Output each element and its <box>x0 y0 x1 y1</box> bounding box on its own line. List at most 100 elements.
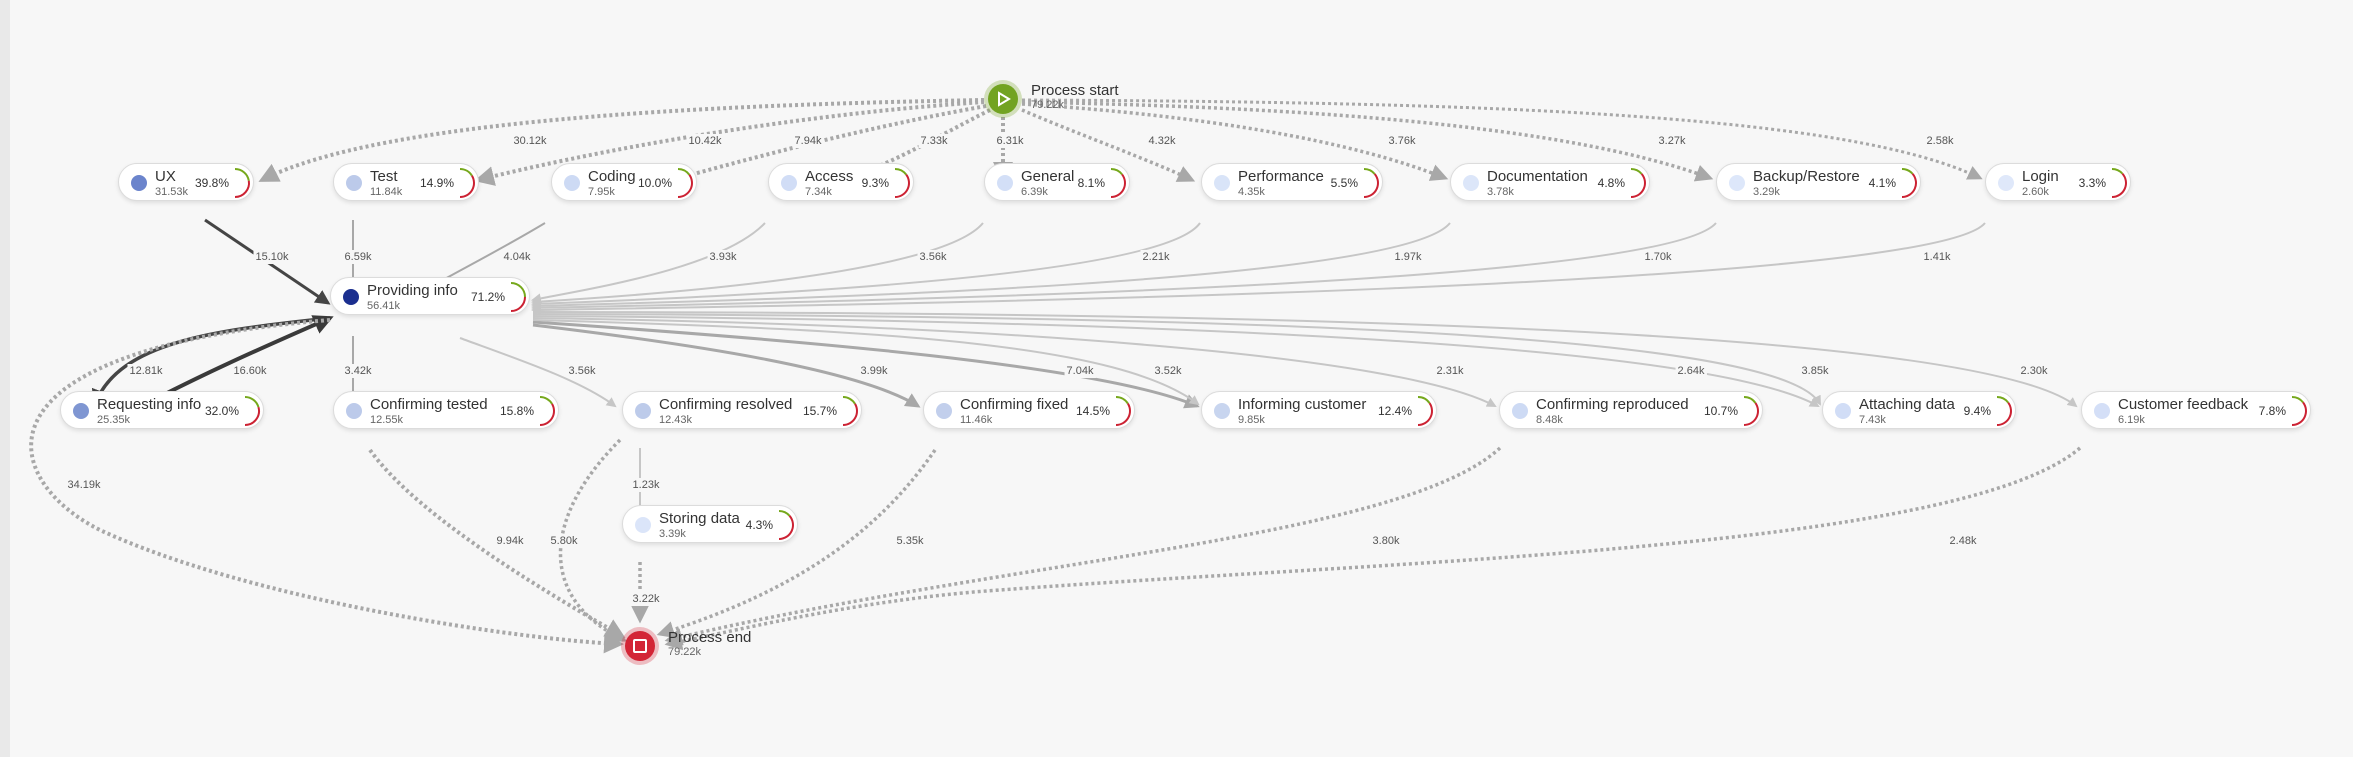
activity-dot <box>346 403 362 419</box>
frequency-ring <box>1110 168 1126 198</box>
activity-dot <box>635 517 651 533</box>
activity-name: Storing data <box>659 510 740 527</box>
edge-providing-informing[interactable] <box>532 320 1200 409</box>
edge-label-bg <box>1642 250 1674 264</box>
activity-count: 11.46k <box>960 414 993 426</box>
edge-label-bg <box>1675 364 1707 378</box>
activity-count: 8.48k <box>1536 414 1563 426</box>
activity-dot <box>936 403 952 419</box>
edge-label: 34.19k <box>67 479 101 491</box>
edge-label-bg <box>65 478 104 492</box>
edge-cfixed-end[interactable] <box>656 449 937 639</box>
activity-count: 11.84k <box>370 186 403 198</box>
activity-count: 3.78k <box>1487 186 1514 198</box>
activity-count: 9.85k <box>1238 414 1265 426</box>
activity-count: 31.53k <box>155 186 189 198</box>
activity-count: 7.34k <box>805 186 832 198</box>
activity-dot <box>564 175 580 191</box>
edge-label-bg <box>1947 534 1979 548</box>
edge-providing-cresolved[interactable] <box>459 337 617 408</box>
edge-backup-providing[interactable] <box>531 222 1717 313</box>
activity-name: Confirming tested <box>370 396 488 413</box>
activity-percentage: 14.9% <box>419 176 454 190</box>
frequency-ring <box>1630 168 1646 198</box>
edge-label: 3.56k <box>920 251 947 263</box>
edge-creproduced-end[interactable] <box>664 446 1502 646</box>
edge-label-bg <box>1656 134 1688 148</box>
activity-percentage: 15.8% <box>499 404 534 418</box>
edge-providing-attaching-b[interactable] <box>532 313 1821 406</box>
edge-ctested-end[interactable] <box>368 448 626 639</box>
edge-label: 3.42k <box>345 365 372 377</box>
edge-label-bg <box>342 250 374 264</box>
edge-start-backup[interactable] <box>1021 100 1714 182</box>
activity-name: Informing customer <box>1238 396 1367 413</box>
edge-label: 6.59k <box>345 251 372 263</box>
edge-providing-feedback[interactable] <box>532 311 2078 408</box>
activity-percentage: 39.8% <box>194 176 229 190</box>
edge-label-bg <box>1799 364 1831 378</box>
edge-label-bg <box>1392 250 1424 264</box>
edge-providing-end[interactable] <box>29 318 624 654</box>
process-start-node[interactable] <box>984 80 1022 118</box>
activity-count: 12.55k <box>370 414 404 426</box>
activity-dot <box>346 175 362 191</box>
edge-label: 4.32k <box>1149 135 1176 147</box>
edge-providing-informing-b[interactable] <box>532 319 1200 406</box>
activity-dot <box>997 175 1013 191</box>
edge-general-providing[interactable] <box>531 222 984 307</box>
edge-login-providing[interactable] <box>531 222 1986 315</box>
edge-documentation-providing[interactable] <box>531 222 1451 311</box>
edge-providing-cfixed[interactable] <box>532 323 921 408</box>
activity-percentage: 10.0% <box>637 176 672 190</box>
edge-providing-attaching[interactable] <box>532 315 1820 407</box>
activity-dot <box>2094 403 2110 419</box>
edge-cresolved-end[interactable] <box>558 438 628 642</box>
edge-start-performance[interactable] <box>1021 108 1196 182</box>
activity-name: Providing info <box>367 282 458 299</box>
activity-count: 56.41k <box>367 300 401 312</box>
frequency-ring <box>1363 168 1379 198</box>
edge-label-bg <box>1152 364 1184 378</box>
edge-label: 3.80k <box>1373 535 1400 547</box>
endpoint-count: 79.22k <box>668 646 702 658</box>
activity-name: Test <box>370 168 398 185</box>
edge-providing-creproduced[interactable] <box>532 317 1497 407</box>
activity-percentage: 9.3% <box>861 176 889 190</box>
edge-feedback-end[interactable] <box>664 446 2082 651</box>
edge-label: 3.85k <box>1802 365 1829 377</box>
process-end-node[interactable] <box>621 627 659 665</box>
edge-access-providing[interactable] <box>531 222 766 304</box>
edge-start-documentation[interactable] <box>1021 102 1449 181</box>
edge-label: 7.94k <box>795 135 822 147</box>
edge-start-login[interactable] <box>1021 98 1983 180</box>
edge-performance-providing[interactable] <box>531 222 1201 309</box>
activity-name: Access <box>805 168 854 185</box>
edge-label: 1.70k <box>1645 251 1672 263</box>
frequency-ring <box>677 168 693 198</box>
frequency-ring <box>842 396 858 426</box>
play-icon <box>998 91 1011 107</box>
